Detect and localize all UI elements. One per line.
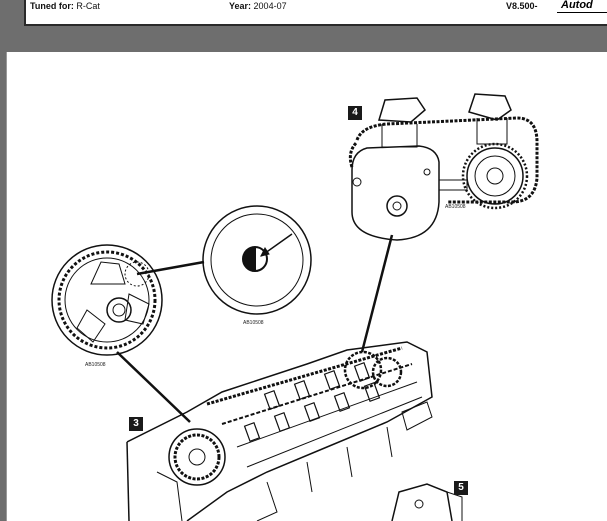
- leader-line-sprocket-engine: [116, 351, 191, 423]
- leader-line-sprocket-detail: [136, 260, 205, 276]
- brand-logo: Autod: [561, 0, 593, 11]
- cylinder-head: [126, 341, 433, 521]
- tuned-for: Tuned for: R-Cat: [30, 1, 100, 11]
- ref-camshaft: AB10508: [445, 204, 466, 210]
- ref-detail: AB10508: [243, 320, 264, 326]
- callout-5: 5: [454, 481, 468, 495]
- version: V8.500-: [506, 1, 538, 11]
- callout-3: 3: [129, 417, 143, 431]
- gap-band: [0, 26, 607, 48]
- diagram-page: 4 3 5 AB10508 AB10508 AB10508: [6, 52, 607, 521]
- engine-diagram: [51, 93, 539, 521]
- leader-line-camshaft: [360, 234, 394, 353]
- magnified-detail: [202, 205, 312, 315]
- brand-underline: [557, 12, 607, 13]
- sprocket-detail: [51, 244, 163, 356]
- callout-4: 4: [348, 106, 362, 120]
- ref-sprocket: AB10508: [85, 362, 106, 368]
- year: Year: 2004-07: [229, 1, 287, 11]
- bracket: [391, 483, 463, 521]
- header-bar: Tuned for: R-Cat Year: 2004-07 V8.500- A…: [24, 0, 607, 26]
- cam-sprocket-assembly: [348, 93, 539, 241]
